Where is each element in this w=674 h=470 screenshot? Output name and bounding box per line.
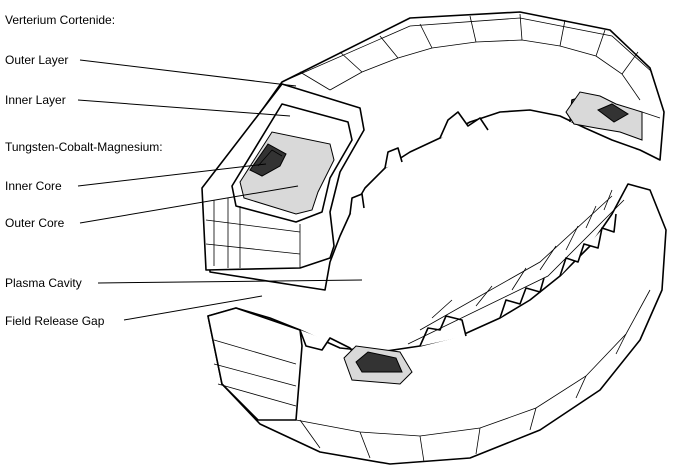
leader-inner-layer [77,99,291,117]
leader-field-release-gap [123,295,263,321]
callout-labels: Verterium Cortenide: Outer Layer Inner L… [5,13,163,328]
leader-plasma-cavity [97,279,363,284]
label-tungsten-cobalt-magnesium: Tungsten-Cobalt-Magnesium: [5,140,163,154]
inner-core-wedge [249,143,287,177]
leader-outer-core [79,185,299,224]
label-inner-layer: Inner Layer [5,93,66,107]
label-outer-layer: Outer Layer [5,53,68,67]
label-verterium-cortenide: Verterium Cortenide: [5,13,115,27]
lower-coil-segment [207,183,667,465]
leader-lines [77,59,363,321]
leader-outer-layer [79,59,297,87]
lower-inner-notches [299,213,617,365]
label-plasma-cavity: Plasma Cavity [5,276,82,290]
label-field-release-gap: Field Release Gap [5,314,105,328]
leader-inner-core [77,163,267,187]
upper-right-recess [565,91,643,141]
label-inner-core: Inner Core [5,179,62,193]
label-outer-core: Outer Core [5,216,65,230]
